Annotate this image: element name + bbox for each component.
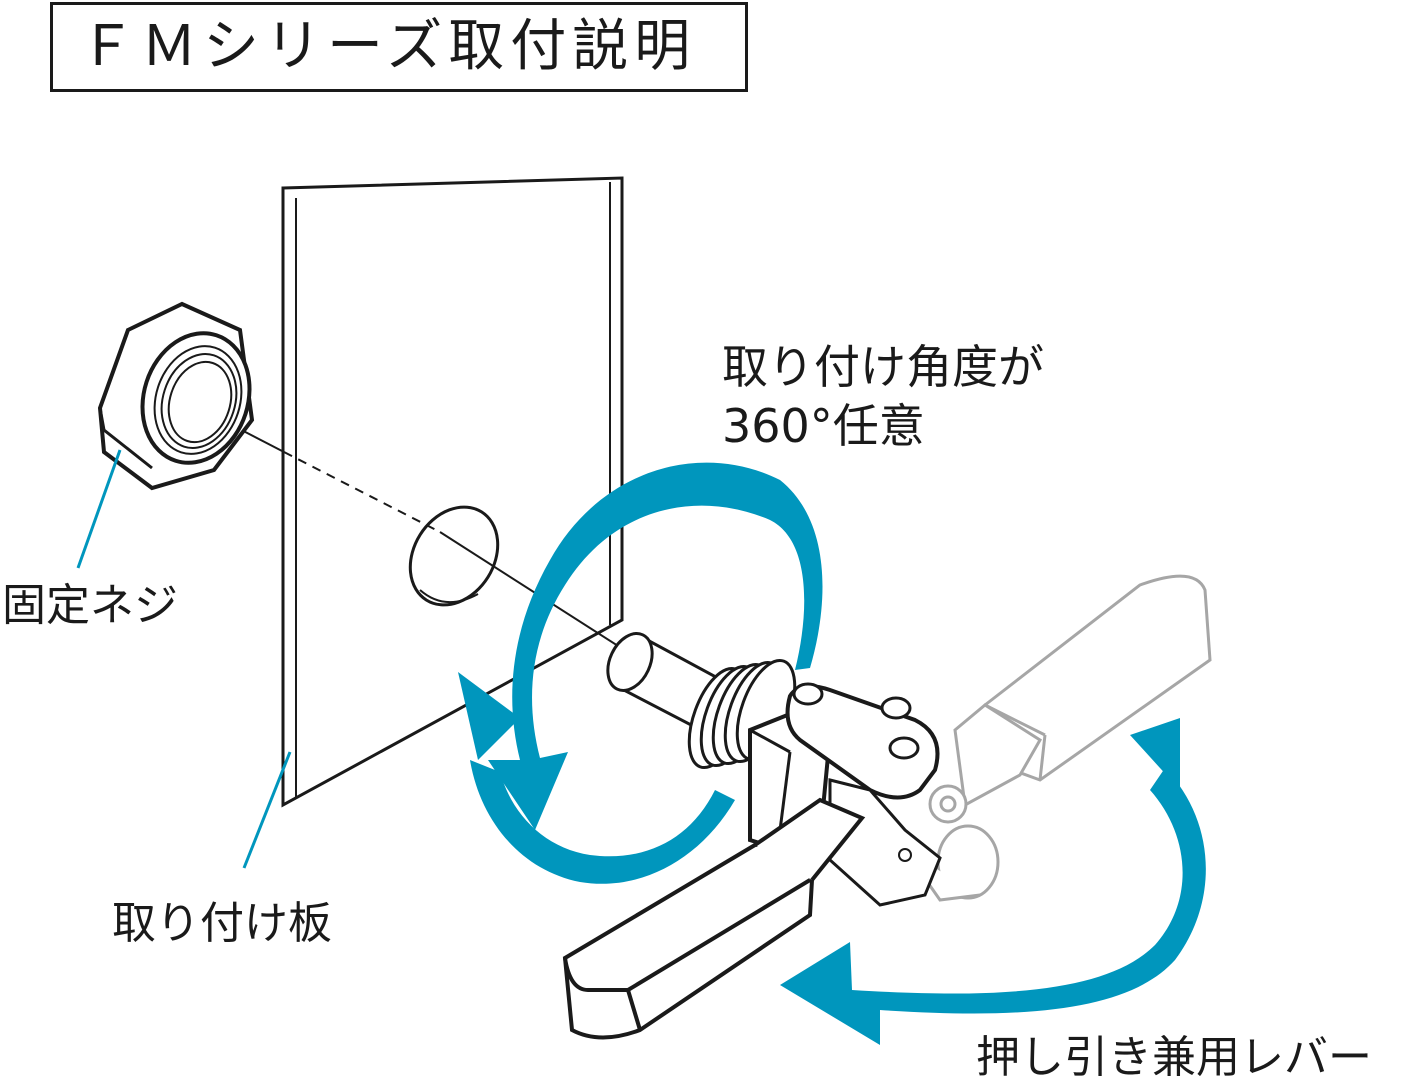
mounting-hole	[408, 505, 500, 607]
rotation-angle-label: 取り付け角度が 360°任意	[722, 338, 1044, 456]
fixing-nut	[97, 301, 255, 491]
rivet	[792, 682, 920, 760]
fixing-nut-label: 固定ネジ	[2, 580, 178, 631]
lever-handle	[562, 797, 866, 1040]
rotation-label-line1: 取り付け角度が	[722, 340, 1044, 394]
plate-leader-line	[242, 751, 292, 869]
diagram-title: ＦＭシリーズ取付説明	[79, 14, 697, 79]
push-pull-arrow	[780, 718, 1206, 1045]
title-box: ＦＭシリーズ取付説明	[50, 2, 748, 92]
rotation-label-line2: 360°任意	[722, 398, 925, 453]
mounting-plate	[281, 176, 624, 808]
rotation-arrow	[458, 462, 823, 884]
leader-lines	[76, 449, 292, 869]
lever-label: 押し引き兼用レバー	[976, 1032, 1372, 1083]
mounting-plate-label: 取り付け板	[112, 898, 332, 949]
nut-leader-line	[76, 449, 122, 569]
